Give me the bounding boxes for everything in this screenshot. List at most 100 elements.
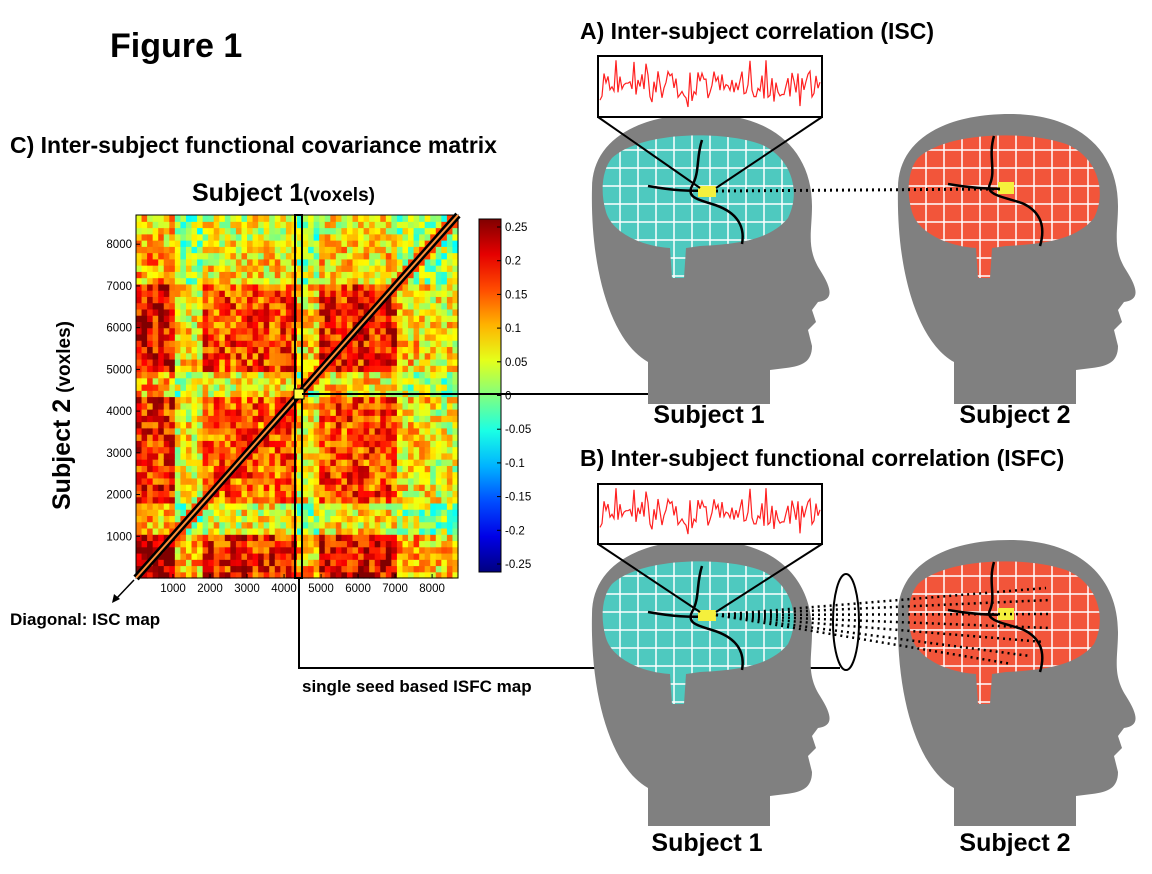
heatmap-cell [141,377,148,385]
heatmap-cell [313,484,320,491]
heatmap-cell [158,477,165,485]
heatmap-cell [269,546,276,554]
heatmap-cell [197,509,204,517]
heatmap-cell [452,484,459,491]
heatmap-cell [202,221,209,229]
heatmap-cell [324,496,331,504]
heatmap-cell [136,390,143,398]
heatmap-cell [385,546,392,554]
heatmap-cell [435,290,442,297]
heatmap-cell [241,534,248,542]
heatmap-cell [308,315,315,322]
heatmap-cell [258,333,265,341]
heatmap-cell [391,246,398,254]
heatmap-cell [263,346,270,354]
heatmap-cell [202,358,209,366]
heatmap-cell [180,559,187,567]
heatmap-cell [341,527,348,535]
heatmap-cell [346,502,354,510]
heatmap-cell [408,471,415,479]
heatmap-cell [341,402,348,410]
heatmap-cell [224,421,231,429]
heatmap-cell [358,327,365,335]
heatmap-cell [313,340,320,348]
heatmap-cell [197,415,204,423]
heatmap-cell [197,315,204,322]
heatmap-cell [385,358,392,366]
heatmap-cell [252,452,259,460]
heatmap-cell [180,515,187,523]
heatmap-cell [180,371,187,379]
heatmap-cell [185,496,193,504]
heatmap-cell [252,252,259,260]
heatmap-cell [435,215,442,222]
heatmap-cell [163,371,170,379]
heatmap-cell [396,352,404,360]
heatmap-cell [224,515,231,523]
heatmap-cell [185,315,193,322]
heatmap-cell [241,308,248,316]
heatmap-cell [302,227,309,235]
heatmap-cell [169,365,176,373]
heatmap-cell [269,352,276,360]
heatmap-cell [202,396,209,404]
heatmap-cell [435,333,442,341]
heatmap-cell [191,515,198,523]
heatmap-cell [358,352,365,360]
heatmap-cell [413,308,420,316]
heatmap-cell [308,409,315,416]
heatmap-cell [297,377,304,385]
heatmap-cell [191,271,198,279]
heatmap-cell [141,509,148,517]
heatmap-cell [136,446,143,454]
heatmap-cell [446,490,454,498]
heatmap-cell [141,552,148,560]
heatmap-cell [374,333,381,341]
heatmap-cell [285,471,293,479]
heatmap-cell [297,434,304,441]
heatmap-cell [363,409,370,416]
heatmap-cell [446,340,454,348]
heatmap-cell [252,415,259,423]
heatmap-cell [297,509,304,517]
heatmap-cell [396,571,404,579]
heatmap-cell [235,446,243,454]
heatmap-cell [430,296,437,304]
y-tick-label: 3000 [106,448,132,460]
heatmap-cell [441,527,448,535]
heatmap-cell [224,477,231,485]
heatmap-cell [391,409,398,416]
heatmap-cell [324,383,331,391]
heatmap-cell [158,233,165,241]
heatmap-cell [363,358,370,366]
heatmap-cell [247,215,254,222]
heatmap-cell [358,246,365,254]
heatmap-cell [263,402,270,410]
heatmap-cell [252,365,259,373]
heatmap-cell [352,515,359,523]
heatmap-cell [430,246,437,254]
heatmap-cell [452,327,459,335]
heatmap-cell [441,559,448,567]
heatmap-cell [174,427,182,435]
heatmap-cell [352,365,359,373]
heatmap-cell [180,502,187,510]
heatmap-cell [263,221,270,229]
heatmap-cell [213,434,220,441]
heatmap-cell [302,371,309,379]
heatmap-cell [335,352,343,360]
heatmap-cell [424,452,431,460]
heatmap-cell [185,221,193,229]
heatmap-cell [446,402,454,410]
heatmap-cell [169,484,176,491]
heatmap-cell [152,252,159,260]
heatmap-cell [319,352,326,360]
heatmap-cell [430,496,437,504]
heatmap-cell [235,409,243,416]
heatmap-cell [419,352,426,360]
heatmap-cell [263,277,270,285]
heatmap-cell [280,471,287,479]
heatmap-cell [374,421,381,429]
heatmap-cell [430,515,437,523]
heatmap-cell [224,258,231,266]
